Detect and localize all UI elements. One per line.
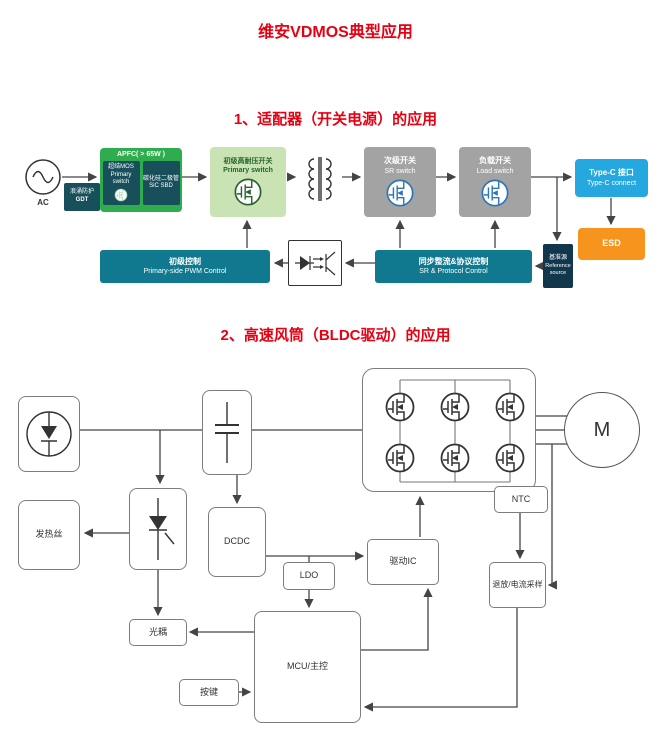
inverter-mosfets [385,379,525,483]
driver-ic-box: 驱动IC [367,539,439,585]
current-sampling-box: 退放/电流采样 [489,562,546,608]
page-title: 维安VDMOS典型应用 [258,24,413,41]
capacitor-box [202,390,252,475]
mosfet-icon [385,178,415,208]
sr-switch-label-cn: 次级开关 [384,156,416,166]
optocoupler2-box: 光耦 [129,619,187,646]
reference-label-en1: Reference [545,262,571,269]
apfc-sic-label-en: SiC SBD [149,183,173,190]
capacitor-icon [215,402,239,463]
heater-box: 发热丝 [18,500,80,570]
section1-title: 1、适配器（开关电源）的应用 [233,111,438,128]
primary-switch-label-en: Primary switch [223,167,273,174]
type-c-label-cn: Type-C 接口 [589,168,634,178]
primary-switch-box: 初级高耐压开关 Primary switch [210,147,286,217]
primary-switch-label-cn: 初级高耐压开关 [223,157,273,165]
gdt-label-en: GDT [75,197,89,203]
dcdc-box: DCDC [208,507,266,577]
section2-title: 2、高速风筒（BLDC驱动）的应用 [220,327,451,344]
sr-switch-box: 次级开关 SR switch [364,147,436,217]
gdt-label-cn: 浪涌防护 [69,189,94,196]
apfc-title: APFC( > 65W ) [116,151,166,158]
load-switch-box: 负载开关 Load switch [459,147,531,217]
type-c-box: Type-C 接口 Type-C connect [575,159,648,197]
sr-protocol-label-en: SR & Protocol Control [419,268,488,276]
primary-pwm-control-box: 初级控制 Primary-side PWM Control [100,250,270,283]
thyristor-icon [149,498,175,560]
mosfet-icon [233,177,263,207]
type-c-label-en: Type-C connect [586,179,637,187]
pwm-label-cn: 初级控制 [169,256,201,266]
mosfet-icon [114,188,128,202]
optocoupler-box [288,240,342,286]
reference-label-en2: source [549,269,567,276]
bridge-rectifier-box [18,396,80,472]
optocoupler-icon [295,251,336,276]
apfc-sic-sbd-box: 碳化硅二极管 SiC SBD [142,161,180,206]
scr-box [129,488,187,570]
apfc-mos-label-en: Primary switch [110,171,132,185]
gdt-box: 浪涌防护 GDT [64,183,100,211]
pwm-label-en: Primary-side PWM Control [143,268,227,276]
key-button-box: 按键 [179,679,239,706]
sr-switch-label-en: SR switch [384,167,416,175]
sr-protocol-control-box: 同步整流&协议控制 SR & Protocol Control [375,250,532,283]
motor-circle: M [564,392,640,468]
apfc-box: APFC( > 65W ) 超结MOS Primary switch 碳化硅二极… [100,148,182,212]
apfc-sj-mos-box: 超结MOS Primary switch [102,161,140,206]
reference-source-box: 基准源 Reference source [543,244,573,288]
reference-label-cn: 基准源 [548,254,567,261]
mosfet-icon [480,178,510,208]
apfc-subboxes: 超结MOS Primary switch 碳化硅二极管 SiC SBD [102,161,180,206]
transformer-icon [308,157,332,201]
apfc-sic-label-cn: 碳化硅二极管 [142,175,179,182]
rectifier-diode-icon [26,411,72,457]
ldo-box: LDO [283,562,335,590]
load-switch-label-cn: 负载开关 [479,156,511,166]
esd-box: ESD [578,228,645,260]
sr-protocol-label-cn: 同步整流&协议控制 [418,256,489,266]
ac-label: AC [37,198,49,207]
ntc-box: NTC [494,486,548,513]
ac-source-icon [25,159,61,195]
inverter-bridge-box [362,368,536,492]
apfc-mos-label-cn: 超结MOS [108,164,134,171]
load-switch-label-en: Load switch [476,167,514,175]
mcu-box: MCU/主控 [254,611,361,723]
